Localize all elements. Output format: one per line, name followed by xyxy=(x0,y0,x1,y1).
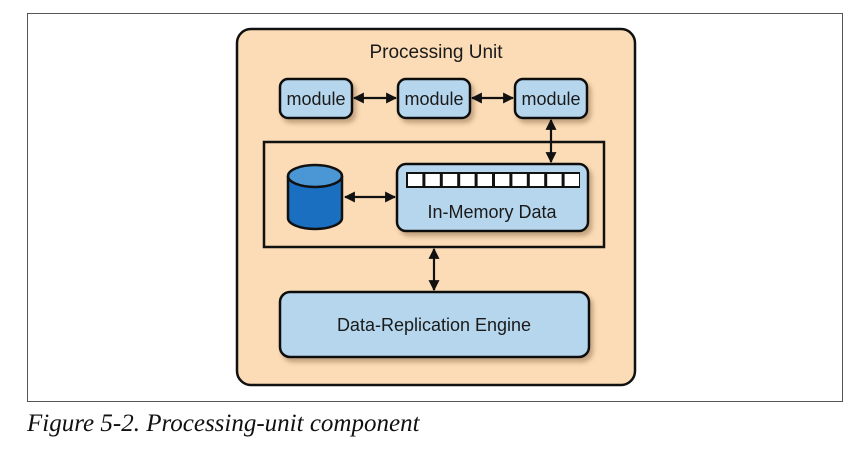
replication-engine-label: Data-Replication Engine xyxy=(337,315,531,335)
in-memory-data: In-Memory Data xyxy=(395,162,590,233)
memory-cell xyxy=(460,174,475,186)
memory-cell xyxy=(442,174,458,186)
database-icon xyxy=(286,163,344,231)
memory-cell xyxy=(564,174,579,186)
memory-cells xyxy=(406,172,580,188)
processing-unit-title: Processing Unit xyxy=(369,42,503,63)
in-memory-group xyxy=(262,140,606,249)
module-label: module xyxy=(286,89,345,109)
memory-cell xyxy=(477,174,492,186)
memory-cell xyxy=(547,174,562,186)
replication-engine: Data-Replication Engine xyxy=(278,290,591,359)
module-label: module xyxy=(521,89,580,109)
memory-cell xyxy=(425,174,440,186)
module-1: module xyxy=(278,77,354,120)
in-memory-label: In-Memory Data xyxy=(427,202,557,222)
module-3: module xyxy=(513,77,589,120)
memory-cell xyxy=(408,174,423,186)
memory-cell xyxy=(495,174,510,186)
figure-caption: Figure 5-2. Processing-unit component xyxy=(27,410,420,437)
memory-cell xyxy=(529,174,545,186)
module-2: module xyxy=(396,77,472,120)
module-label: module xyxy=(404,89,463,109)
memory-cell xyxy=(512,174,527,186)
